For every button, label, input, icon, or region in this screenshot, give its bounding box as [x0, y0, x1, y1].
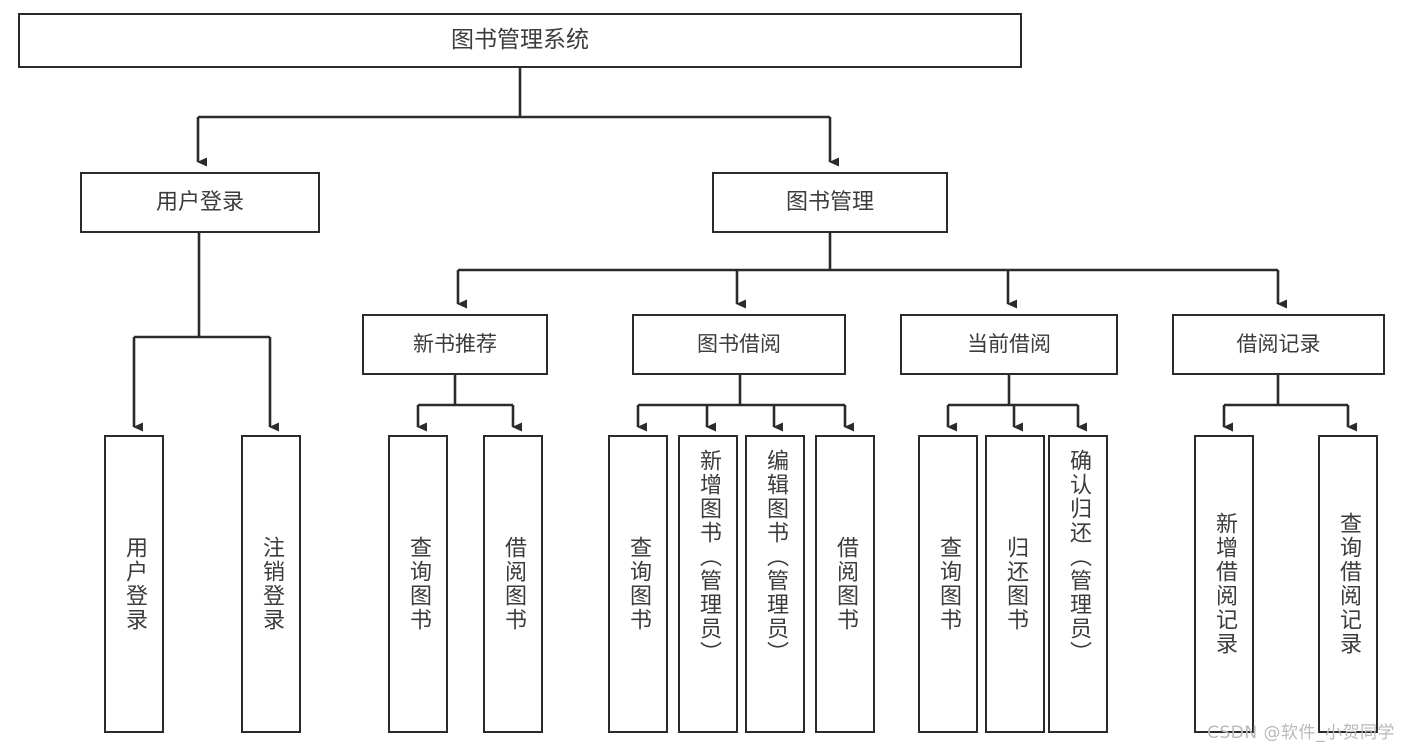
node-label: 借阅记录 — [1236, 332, 1321, 357]
node-leaf-borrow-book-recommend[interactable]: 借阅图书 — [483, 435, 543, 733]
node-label: 查询借阅记录 — [1336, 512, 1361, 656]
node-book-borrow[interactable]: 图书借阅 — [632, 314, 846, 375]
node-leaf-user-login[interactable]: 用户登录 — [104, 435, 164, 733]
node-label: 注销登录 — [259, 536, 284, 632]
node-borrow-record[interactable]: 借阅记录 — [1172, 314, 1385, 375]
node-leaf-logout[interactable]: 注销登录 — [241, 435, 301, 733]
node-leaf-add-borrow-record[interactable]: 新增借阅记录 — [1194, 435, 1254, 733]
node-label: 图书管理 — [785, 189, 874, 215]
node-leaf-return-book[interactable]: 归还图书 — [985, 435, 1045, 733]
node-label: 当前借阅 — [967, 332, 1051, 357]
node-user-login[interactable]: 用户登录 — [80, 172, 320, 233]
node-label: 确认归还（管理员） — [1066, 449, 1091, 665]
node-leaf-query-book-recommend[interactable]: 查询图书 — [388, 435, 448, 733]
node-leaf-query-book-borrow[interactable]: 查询图书 — [608, 435, 668, 733]
node-leaf-add-book-admin[interactable]: 新增图书（管理员） — [678, 435, 738, 733]
node-label: 编辑图书（管理员） — [763, 449, 788, 665]
node-label: 查询图书 — [626, 536, 651, 632]
node-leaf-confirm-return-admin[interactable]: 确认归还（管理员） — [1048, 435, 1108, 733]
node-book-management[interactable]: 图书管理 — [712, 172, 948, 233]
node-current-borrow[interactable]: 当前借阅 — [900, 314, 1118, 375]
node-label: 用户登录 — [155, 189, 244, 215]
node-label: 用户登录 — [122, 536, 147, 632]
node-root-system[interactable]: 图书管理系统 — [18, 13, 1022, 68]
node-label: 归还图书 — [1003, 536, 1028, 632]
node-label: 新增借阅记录 — [1212, 512, 1237, 656]
node-leaf-edit-book-admin[interactable]: 编辑图书（管理员） — [745, 435, 805, 733]
node-new-book-recommend[interactable]: 新书推荐 — [362, 314, 548, 375]
csdn-watermark: CSDN @软件_小贺同学 — [1207, 723, 1395, 743]
node-leaf-query-book-current[interactable]: 查询图书 — [918, 435, 978, 733]
node-label: 新增图书（管理员） — [696, 449, 721, 665]
node-leaf-borrow-book-borrow[interactable]: 借阅图书 — [815, 435, 875, 733]
node-leaf-query-borrow-record[interactable]: 查询借阅记录 — [1318, 435, 1378, 733]
node-label: 查询图书 — [406, 536, 431, 632]
node-label: 查询图书 — [936, 536, 961, 632]
node-label: 图书管理系统 — [451, 27, 589, 54]
node-label: 借阅图书 — [833, 536, 858, 632]
node-label: 图书借阅 — [697, 332, 781, 357]
node-label: 新书推荐 — [413, 332, 497, 357]
node-label: 借阅图书 — [501, 536, 526, 632]
